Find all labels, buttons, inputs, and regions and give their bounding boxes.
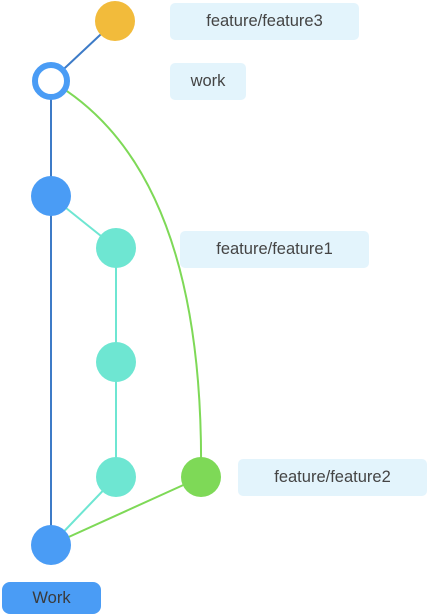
commit-base[interactable]	[31, 525, 71, 565]
commit-feature1-base[interactable]	[96, 457, 136, 497]
commit-feature1-tip[interactable]	[96, 228, 136, 268]
commit-feature3[interactable]	[95, 1, 135, 41]
branch-tag-work[interactable]: Work	[2, 582, 101, 614]
commit-main[interactable]	[31, 176, 71, 216]
branch-label-feature1[interactable]: feature/feature1	[180, 231, 369, 268]
edge-feature2-to-base	[50, 476, 202, 546]
commit-feature1-middle[interactable]	[96, 342, 136, 382]
commit-feature2[interactable]	[181, 457, 221, 497]
branch-label-work[interactable]: work	[170, 63, 246, 100]
commit-head-work[interactable]	[32, 62, 70, 100]
branch-label-feature2[interactable]: feature/feature2	[238, 459, 427, 496]
branch-label-feature3[interactable]: feature/feature3	[170, 3, 359, 40]
edge-head-to-feature2	[50, 80, 203, 478]
